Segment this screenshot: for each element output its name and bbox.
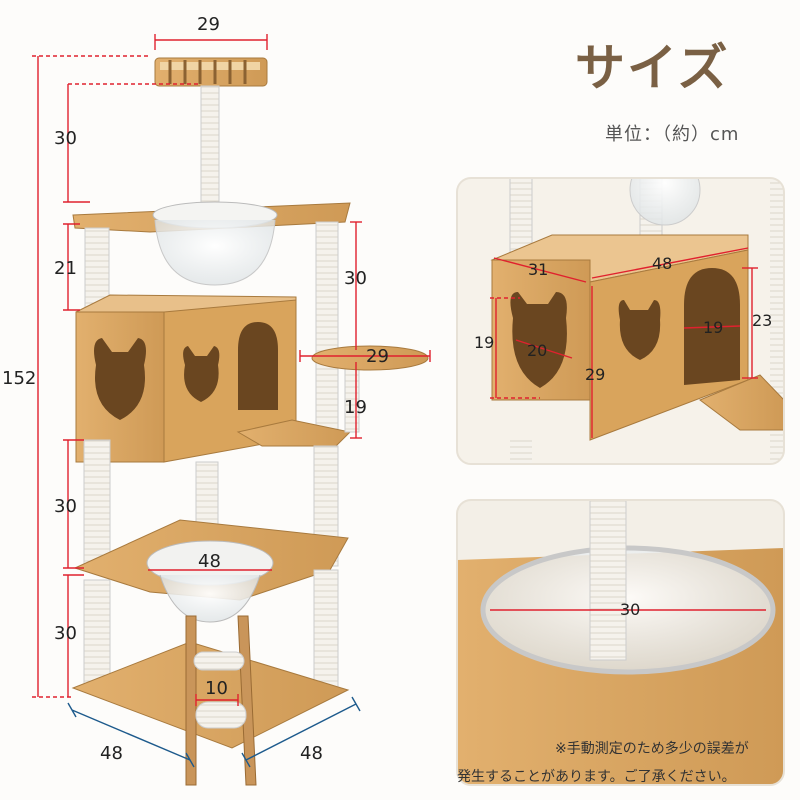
left-post-mid [83,439,111,571]
center-post-mid [195,461,219,529]
dim-condo-height: 29 [585,365,606,384]
dim-seg-low: 30 [54,623,77,644]
dimension-lines [32,34,431,706]
dim-base-left: 48 [100,743,123,764]
dim-seg-condo: 21 [54,258,77,279]
bowl-detail-panel [457,500,784,785]
dim-total-height: 152 [2,368,37,389]
right-post-upper [315,221,339,433]
dim-bowl-diameter: 30 [620,600,641,619]
dim-side-platform: 29 [366,346,389,367]
condo-step [236,419,352,447]
top-post [200,85,220,209]
corner-platform [72,201,351,286]
unit-label: 単位：（約）cm [605,124,740,145]
dim-seg-mid: 30 [54,496,77,517]
left-post-lower [83,579,111,691]
dim-right-lower: 19 [344,397,367,418]
condo-detail-panel [457,178,784,464]
note-line-2: 発生することがあります。ご了承ください。 [457,769,736,785]
middle-platform-bowl [73,519,349,623]
dim-door-h: 19 [474,333,495,352]
dim-side-door: 19 [703,318,724,337]
dim-condo-depth: 31 [528,260,549,279]
base-dimension-lines [67,696,361,768]
dim-right-h: 23 [752,311,773,330]
dim-door-w: 20 [527,341,548,360]
dim-seg-top: 30 [54,128,77,149]
condo-detail-dimensions [490,247,758,438]
dim-condo-width: 48 [652,254,673,273]
ladder [185,615,257,786]
base-platform [71,641,350,749]
dim-ladder: 10 [205,678,228,699]
dim-base-right: 48 [300,743,323,764]
dim-top-width: 29 [197,14,220,35]
dim-right-post: 30 [344,268,367,289]
page-title: サイズ [575,39,730,97]
right-post-lower [313,569,339,689]
top-lookout-platform [154,57,268,87]
note-line-1: ※手動測定のため多少の誤差が [555,741,749,757]
dim-bowl: 48 [198,551,221,572]
condo-box [75,294,297,463]
